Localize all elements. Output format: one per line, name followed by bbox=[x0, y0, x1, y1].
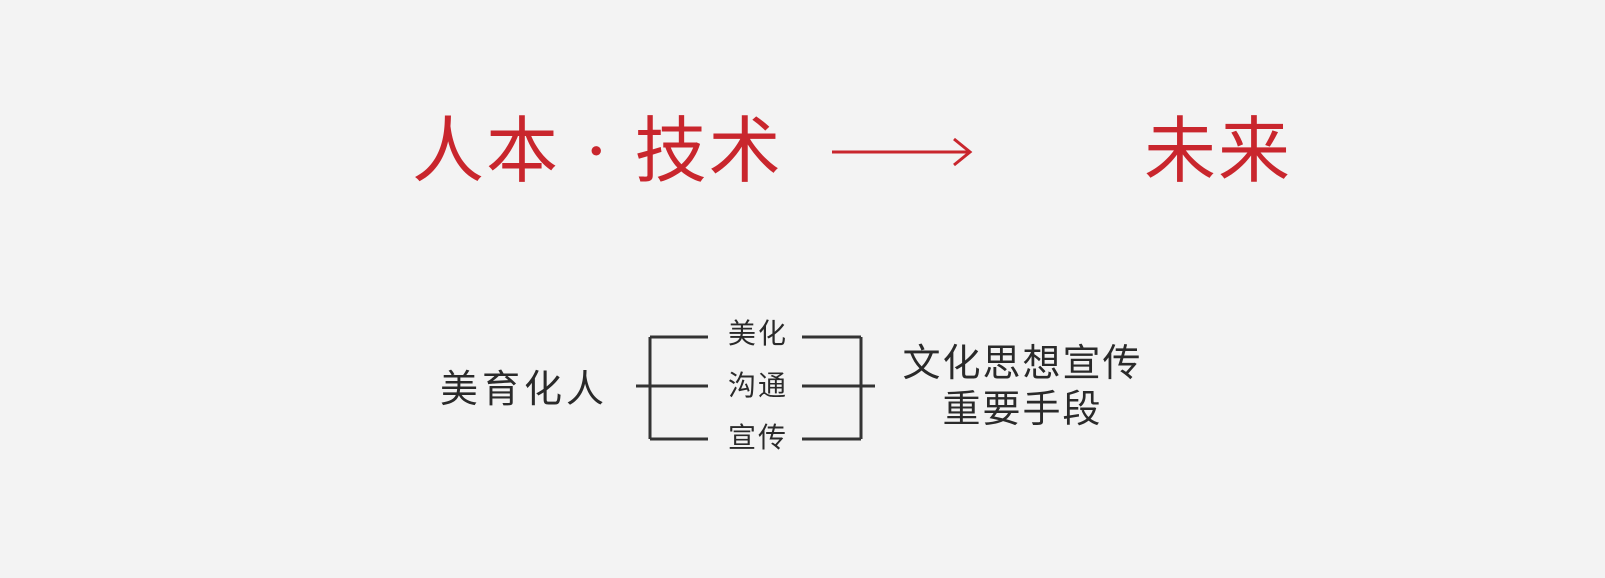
middle-item-2: 沟通 bbox=[728, 369, 789, 402]
middle-item-1: 美化 bbox=[728, 317, 789, 350]
right-label-line-1: 文化思想宣传 bbox=[902, 341, 1143, 385]
middle-item-3: 宣传 bbox=[728, 421, 789, 454]
right-label: 文化思想宣传 重要手段 bbox=[895, 340, 1150, 432]
right-label-line-2: 重要手段 bbox=[942, 387, 1103, 431]
top-left-text: 人本 · 技术 bbox=[412, 109, 783, 193]
top-right-text: 未来 bbox=[1144, 109, 1293, 193]
right-arrow-icon bbox=[832, 137, 973, 167]
left-label: 美育化人 bbox=[440, 367, 609, 411]
connector-brackets bbox=[636, 335, 875, 441]
